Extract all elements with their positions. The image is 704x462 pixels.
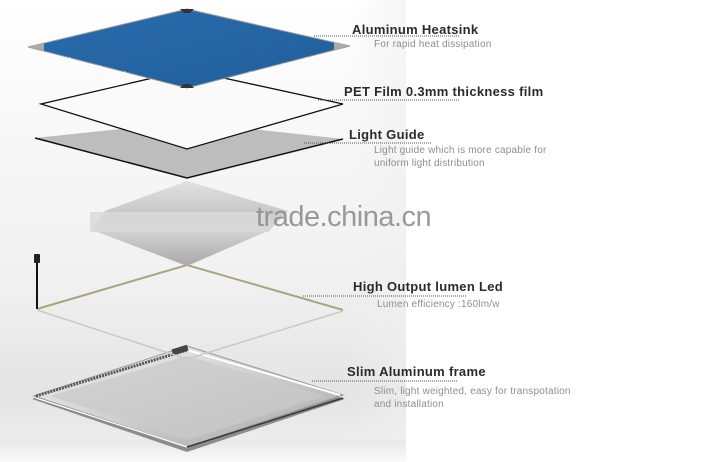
light-guide-description-line-2: uniform light distribution [374, 158, 485, 169]
leader-lines [303, 35, 467, 382]
led-description: Lumen efficiency :160lm/w [377, 299, 500, 310]
watermark: trade.china.cn [256, 201, 432, 233]
heatsink-description: For rapid heat dissipation [374, 39, 492, 50]
light-guide-description-line-1: Light guide which is more capable for [374, 145, 547, 156]
diffuser-layer [90, 181, 288, 266]
frame-title: Slim Aluminum frame [347, 364, 486, 379]
light-guide-title: Light Guide [349, 127, 425, 142]
aluminum-frame-layer [32, 344, 345, 452]
heatsink-title: Aluminum Heatsink [352, 22, 479, 37]
light-guide-layer [34, 122, 344, 179]
frame-description-line-1: Slim, light weighted, easy for transpota… [374, 386, 571, 397]
led-strip-layer [34, 254, 344, 360]
aluminum-heatsink-layer [27, 8, 351, 89]
led-title: High Output lumen Led [353, 279, 504, 294]
background-floor-shadow [0, 440, 406, 462]
frame-description-line-2: and installation [374, 399, 444, 410]
pet-film-layer [38, 69, 344, 150]
pet-film-title: PET Film 0.3mm thickness film [344, 84, 544, 99]
